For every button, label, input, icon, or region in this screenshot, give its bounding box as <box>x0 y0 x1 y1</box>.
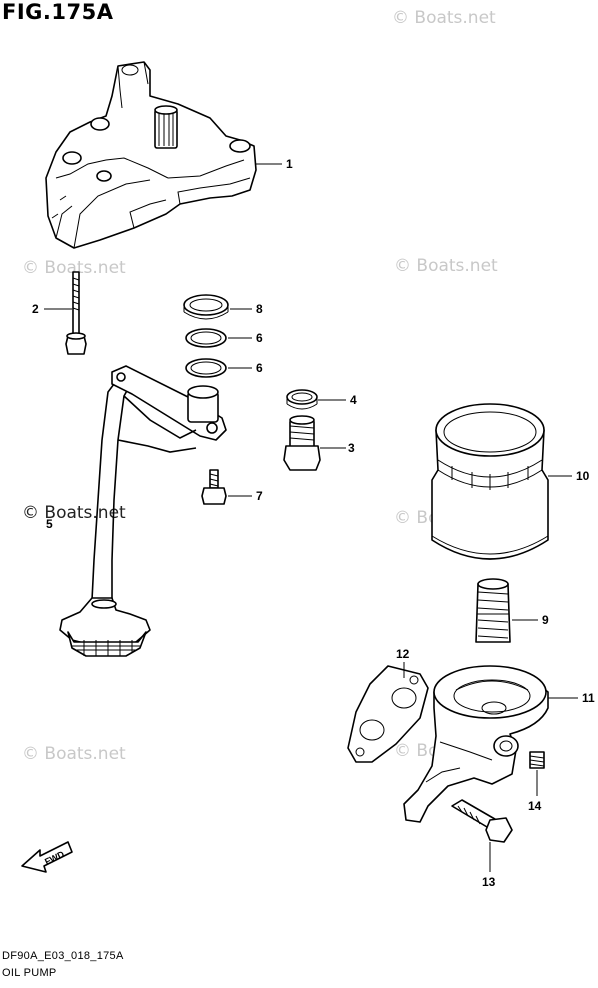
long-bolt[interactable] <box>65 271 87 355</box>
callout-5[interactable]: 5 <box>46 517 53 531</box>
callout-7[interactable]: 7 <box>256 489 263 503</box>
small-bolt-7[interactable] <box>201 469 227 505</box>
callout-13[interactable]: 13 <box>482 875 496 889</box>
callout-10[interactable]: 10 <box>576 469 590 483</box>
callout-12[interactable]: 12 <box>396 647 410 661</box>
callout-6-upper[interactable]: 6 <box>256 331 263 345</box>
figure-title: FIG.175A <box>2 0 114 24</box>
gasket-ring-4[interactable] <box>286 389 318 410</box>
watermark: © Boats.net <box>22 744 126 764</box>
callout-3[interactable]: 3 <box>348 441 355 455</box>
o-ring-6-upper[interactable] <box>185 328 227 348</box>
callout-8[interactable]: 8 <box>256 302 263 316</box>
callout-9[interactable]: 9 <box>542 613 549 627</box>
callout-4[interactable]: 4 <box>350 393 357 407</box>
gasket-12[interactable] <box>347 665 429 763</box>
plug-14[interactable] <box>529 751 545 769</box>
oil-filter-10[interactable] <box>431 403 549 560</box>
o-ring-6-lower[interactable] <box>185 358 227 378</box>
bolt-13[interactable] <box>451 799 513 843</box>
callout-1[interactable]: 1 <box>286 157 293 171</box>
watermark: © Boats.net <box>394 256 498 276</box>
figure-name: OIL PUMP <box>2 967 57 979</box>
union-fitting-3[interactable] <box>283 415 321 471</box>
oil-filter-bracket-11[interactable] <box>403 665 549 823</box>
figure-code: DF90A_E03_018_175A <box>2 950 124 962</box>
callout-11[interactable]: 11 <box>582 691 595 705</box>
watermark: © Boats.net <box>22 503 126 523</box>
fwd-arrow-icon: FWD <box>21 841 73 873</box>
threaded-stud-9[interactable] <box>475 578 511 643</box>
watermark: © Boats.net <box>392 8 496 28</box>
callout-14[interactable]: 14 <box>528 799 542 813</box>
callout-2[interactable]: 2 <box>32 302 39 316</box>
oil-pump-body[interactable] <box>45 61 257 249</box>
watermark: © Boats.net <box>22 258 126 278</box>
callout-6-lower[interactable]: 6 <box>256 361 263 375</box>
oil-strainer[interactable] <box>59 365 227 657</box>
o-ring-8[interactable] <box>183 294 229 320</box>
